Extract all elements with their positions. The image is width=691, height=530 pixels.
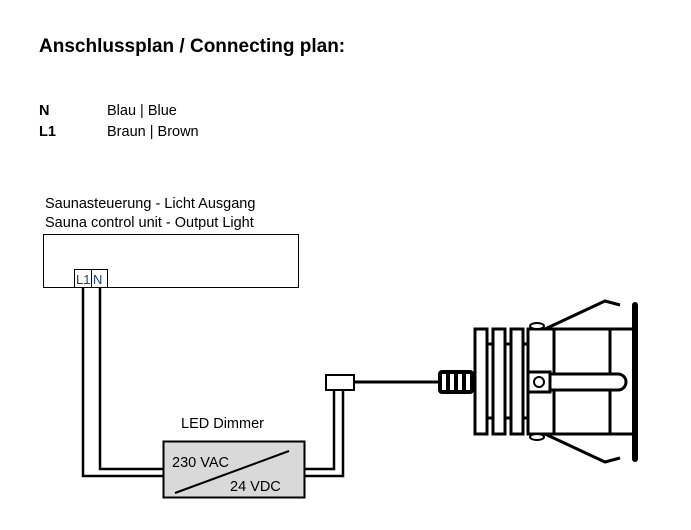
page-title: Anschlussplan / Connecting plan:: [39, 36, 346, 57]
heat-sink: [473, 327, 529, 436]
wire-dc-2: [305, 390, 345, 478]
cable-gland: [438, 370, 474, 394]
terminal-n-label: N: [93, 272, 102, 287]
wire-n: [98, 288, 165, 471]
legend-code: N: [39, 103, 50, 119]
lamp-body: [526, 322, 636, 441]
terminal-l1-label: L1: [76, 272, 90, 287]
legend-description: Blau | Blue: [107, 103, 177, 119]
wire-dc-1: [305, 390, 336, 471]
legend-code: L1: [39, 124, 56, 140]
dimmer-output-label: 24 VDC: [230, 479, 281, 495]
lamp-bezel: [632, 302, 638, 462]
dimmer-label: LED Dimmer: [181, 416, 264, 432]
wire-l1: [81, 288, 165, 478]
legend-description: Braun | Brown: [107, 124, 199, 140]
control-unit-label-de: Saunasteuerung - Licht Ausgang: [45, 196, 256, 212]
connector: [325, 374, 355, 391]
control-unit-label-en: Sauna control unit - Output Light: [45, 215, 254, 231]
terminal-n: [91, 269, 108, 288]
spring-clip-bottom: [544, 432, 621, 464]
dimmer-divider: [174, 450, 290, 494]
spring-clip-top: [544, 299, 621, 331]
dimmer-input-label: 230 VAC: [172, 455, 229, 471]
